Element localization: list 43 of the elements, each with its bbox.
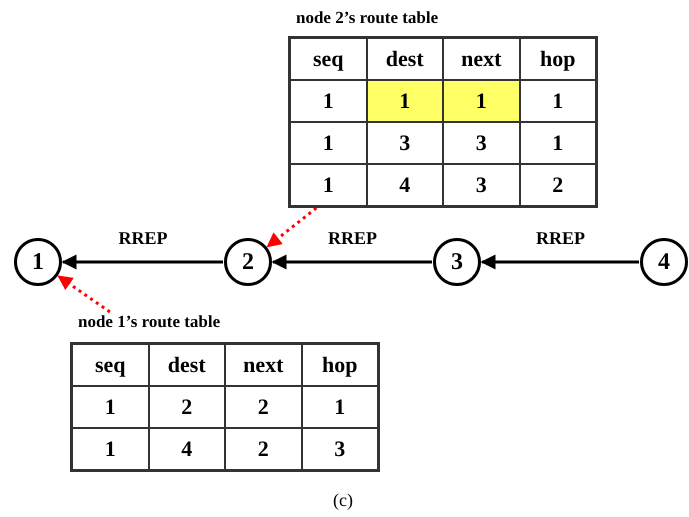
node-circle: 3	[433, 238, 481, 286]
table-cell: seq	[72, 344, 148, 386]
table-cell: 1	[443, 80, 520, 122]
arrow	[480, 254, 639, 270]
edge-label: RREP	[536, 228, 585, 249]
table-cell: 2	[148, 386, 225, 428]
table-cell: next	[443, 38, 520, 80]
table-cell: 3	[366, 122, 443, 164]
table-cell: 1	[72, 386, 148, 428]
table-cell: 1	[520, 122, 596, 164]
arrow	[272, 254, 432, 270]
table-cell: 1	[290, 80, 366, 122]
table-cell: next	[225, 344, 302, 386]
leader-arrow	[266, 206, 318, 248]
table-cell: 1	[72, 428, 148, 470]
table-cell: dest	[366, 38, 443, 80]
table-cell: 2	[520, 164, 596, 206]
table-cell: 1	[302, 386, 378, 428]
table-cell: 4	[366, 164, 443, 206]
table-cell: 4	[148, 428, 225, 470]
table-cell: 2	[225, 428, 302, 470]
table-cell: hop	[520, 38, 596, 80]
node-circle: 1	[14, 238, 62, 286]
edge-label: RREP	[118, 228, 168, 249]
node-circle: 4	[640, 238, 688, 286]
table-cell: dest	[148, 344, 225, 386]
table-cell: 1	[290, 122, 366, 164]
table-title: node 2’s route table	[296, 8, 438, 28]
table-cell: 1	[520, 80, 596, 122]
table-cell: 3	[302, 428, 378, 470]
node-circle: 2	[224, 238, 272, 286]
arrow	[62, 254, 223, 270]
leader-arrow	[57, 275, 111, 314]
table-cell: 2	[225, 386, 302, 428]
caption: (c)	[333, 490, 353, 511]
edge-label: RREP	[328, 228, 377, 249]
table-cell: seq	[290, 38, 366, 80]
table-cell: 3	[443, 122, 520, 164]
table-cell: 1	[366, 80, 443, 122]
table-cell: 1	[290, 164, 366, 206]
table-cell: 3	[443, 164, 520, 206]
table-title: node 1’s route table	[78, 312, 220, 332]
table-cell: hop	[302, 344, 378, 386]
